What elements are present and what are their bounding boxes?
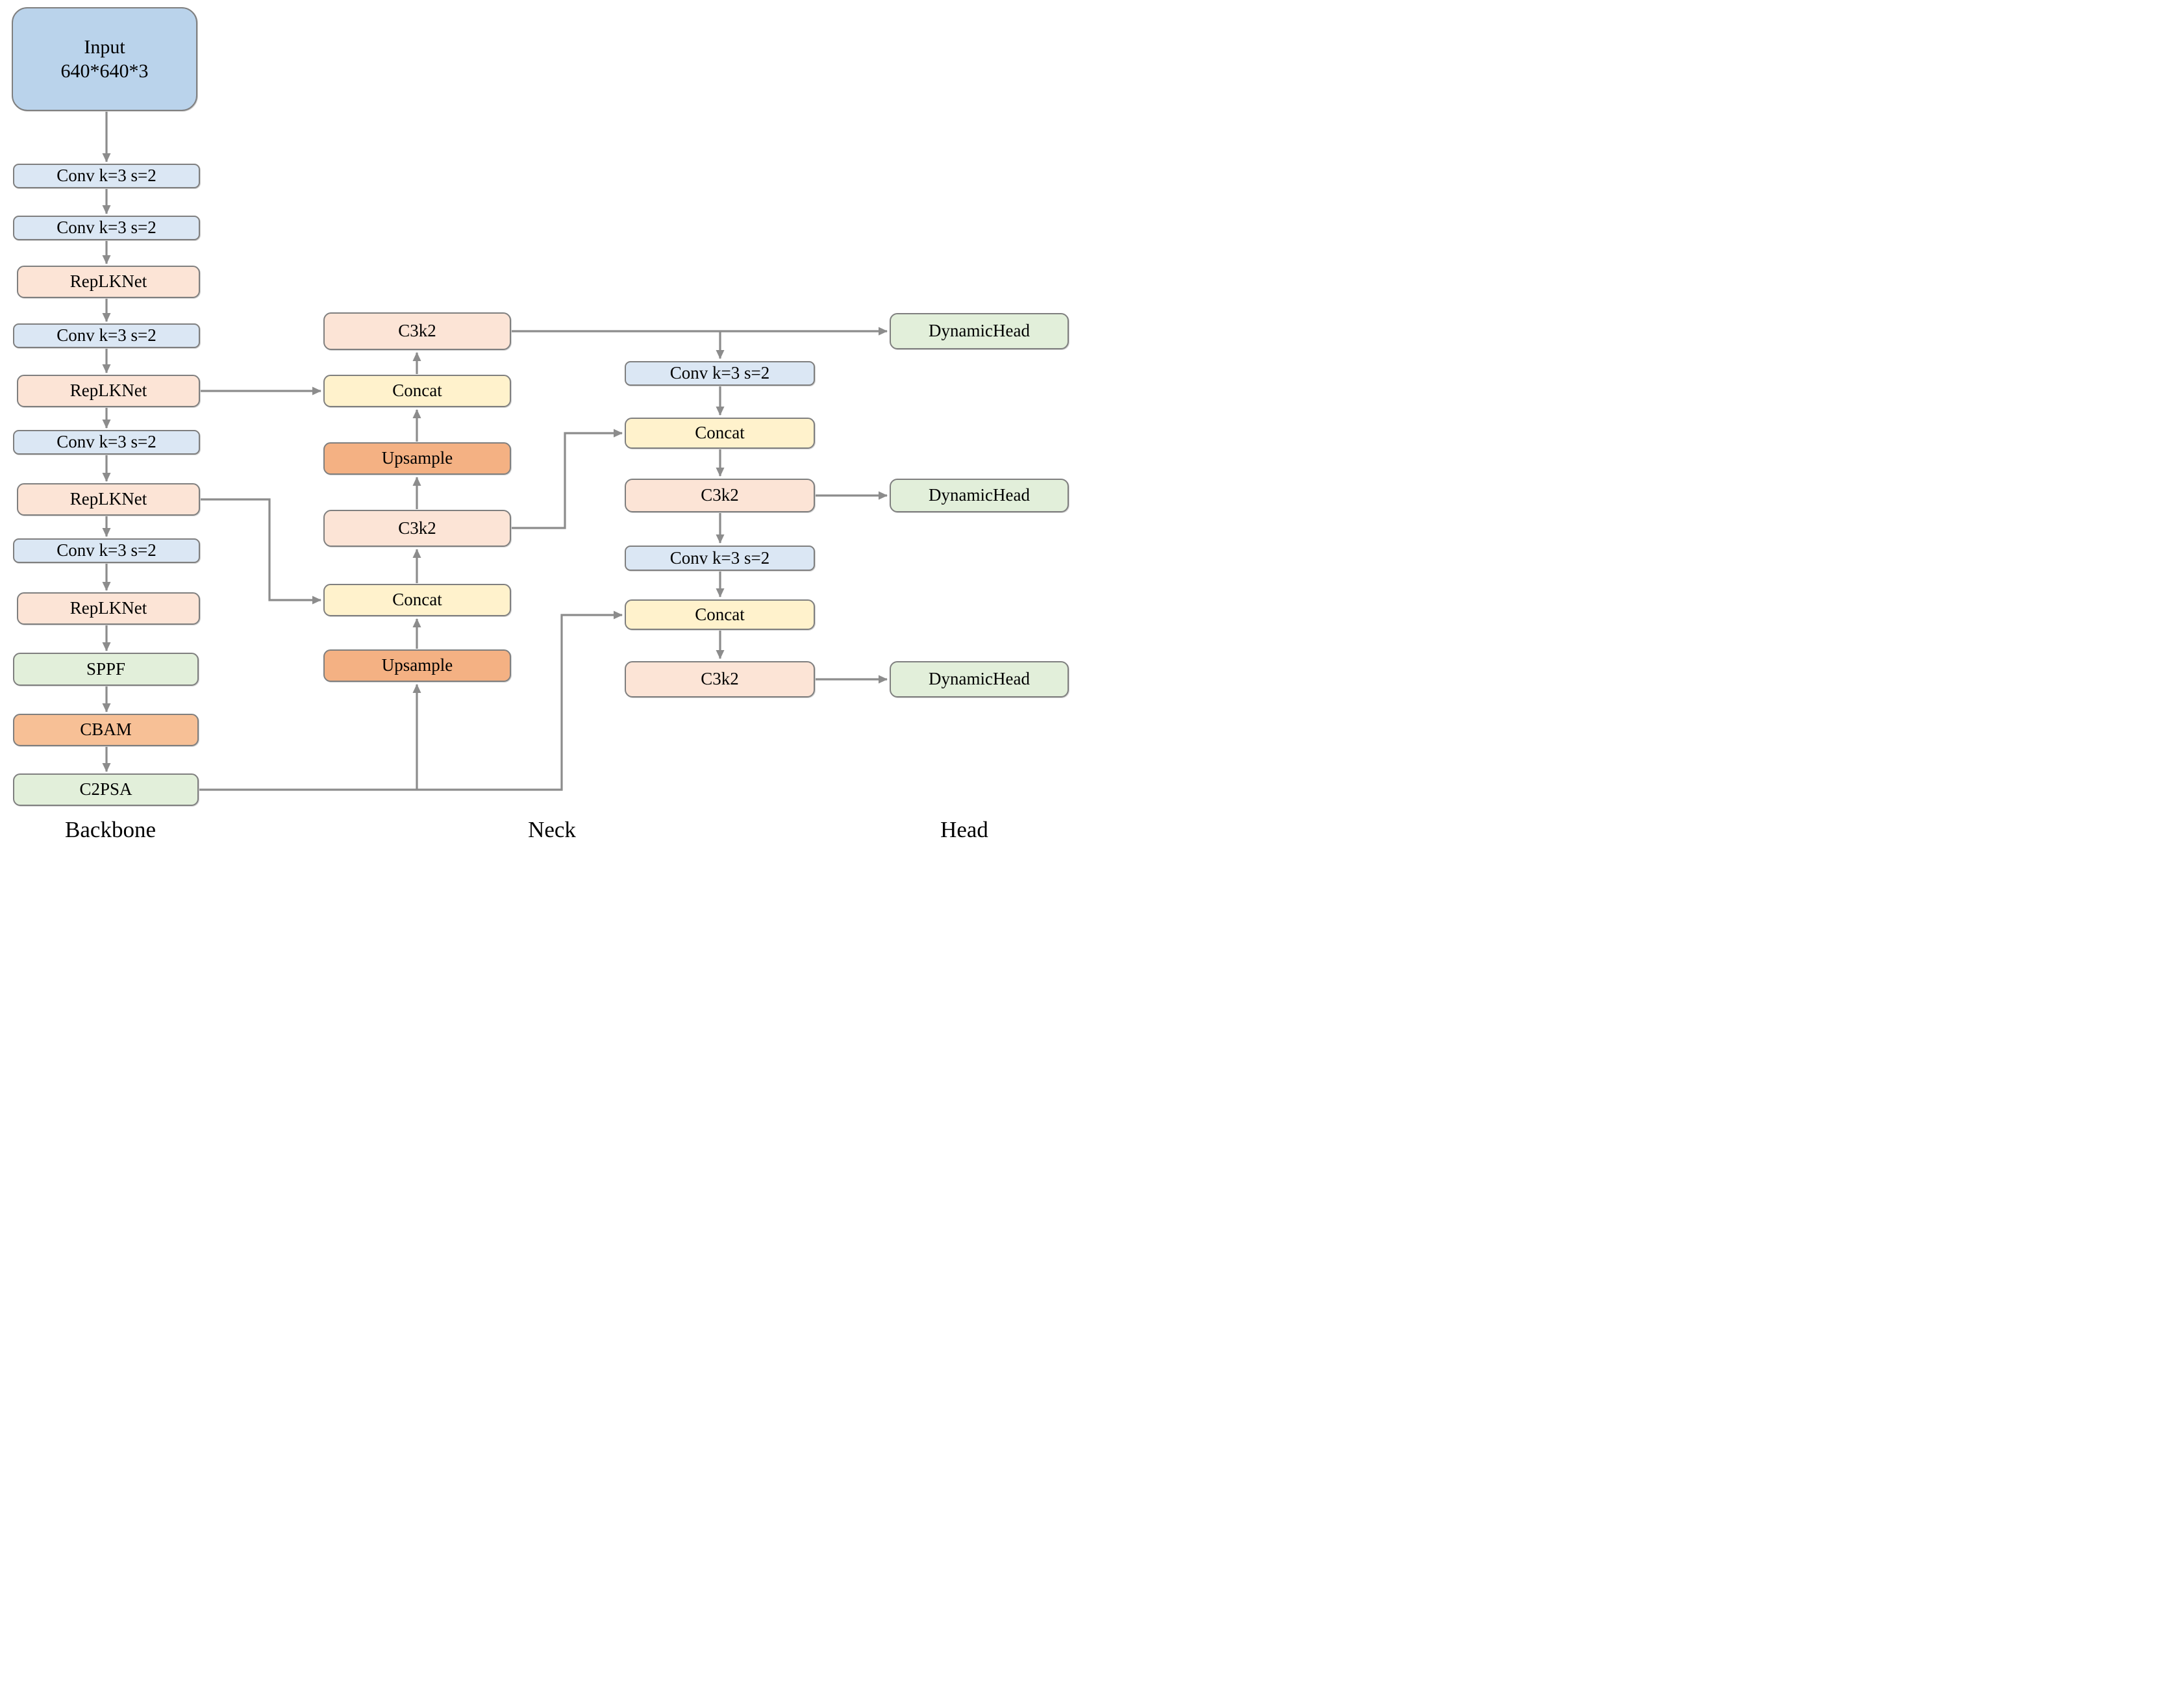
- edge-c3k2-mid-concat-right1: [512, 429, 623, 529]
- node-concat-neck-upper: Concat: [323, 375, 511, 407]
- node-conv-right-1: Conv k=3 s=2: [625, 361, 815, 386]
- node-concat-right-1: Concat: [625, 418, 815, 449]
- node-conv-backbone-3: Conv k=3 s=2: [13, 323, 200, 348]
- node-conv-backbone-4: Conv k=3 s=2: [13, 430, 200, 455]
- node-upsample-neck-lower: Upsample: [323, 649, 511, 682]
- node-replknet-2: RepLKNet: [17, 375, 200, 407]
- node-input-line-1: Input: [84, 36, 125, 58]
- node-replknet-1: RepLKNet: [17, 266, 200, 298]
- node-replknet-4: RepLKNet: [17, 592, 200, 625]
- node-c3k2-neck-top: C3k2: [323, 312, 511, 350]
- section-label-backbone: Backbone: [65, 817, 156, 842]
- node-conv-backbone-5: Conv k=3 s=2: [13, 538, 200, 563]
- node-cbam: CBAM: [13, 714, 199, 746]
- section-label-neck: Neck: [528, 817, 576, 842]
- node-concat-neck-lower: Concat: [323, 584, 511, 616]
- node-upsample-neck-upper: Upsample: [323, 442, 511, 475]
- node-conv-backbone-1: Conv k=3 s=2: [13, 164, 200, 188]
- edge-c2psa-concat-right2: [199, 610, 623, 791]
- node-c2psa: C2PSA: [13, 773, 199, 806]
- node-c3k2-right-1: C3k2: [625, 479, 815, 512]
- node-conv-right-2: Conv k=3 s=2: [625, 546, 815, 571]
- node-sppf: SPPF: [13, 653, 199, 686]
- node-conv-backbone-2: Conv k=3 s=2: [13, 216, 200, 240]
- node-input-line-2: 640*640*3: [60, 60, 149, 82]
- node-dynamichead-3: DynamicHead: [890, 661, 1069, 697]
- node-c3k2-neck-mid: C3k2: [323, 510, 511, 547]
- edge-replknet3-concat-lower: [201, 498, 321, 605]
- node-concat-right-2: Concat: [625, 599, 815, 630]
- node-c3k2-right-2: C3k2: [625, 661, 815, 697]
- section-label-head: Head: [940, 817, 988, 842]
- node-dynamichead-1: DynamicHead: [890, 313, 1069, 349]
- node-replknet-3: RepLKNet: [17, 483, 200, 516]
- node-dynamichead-2: DynamicHead: [890, 479, 1069, 512]
